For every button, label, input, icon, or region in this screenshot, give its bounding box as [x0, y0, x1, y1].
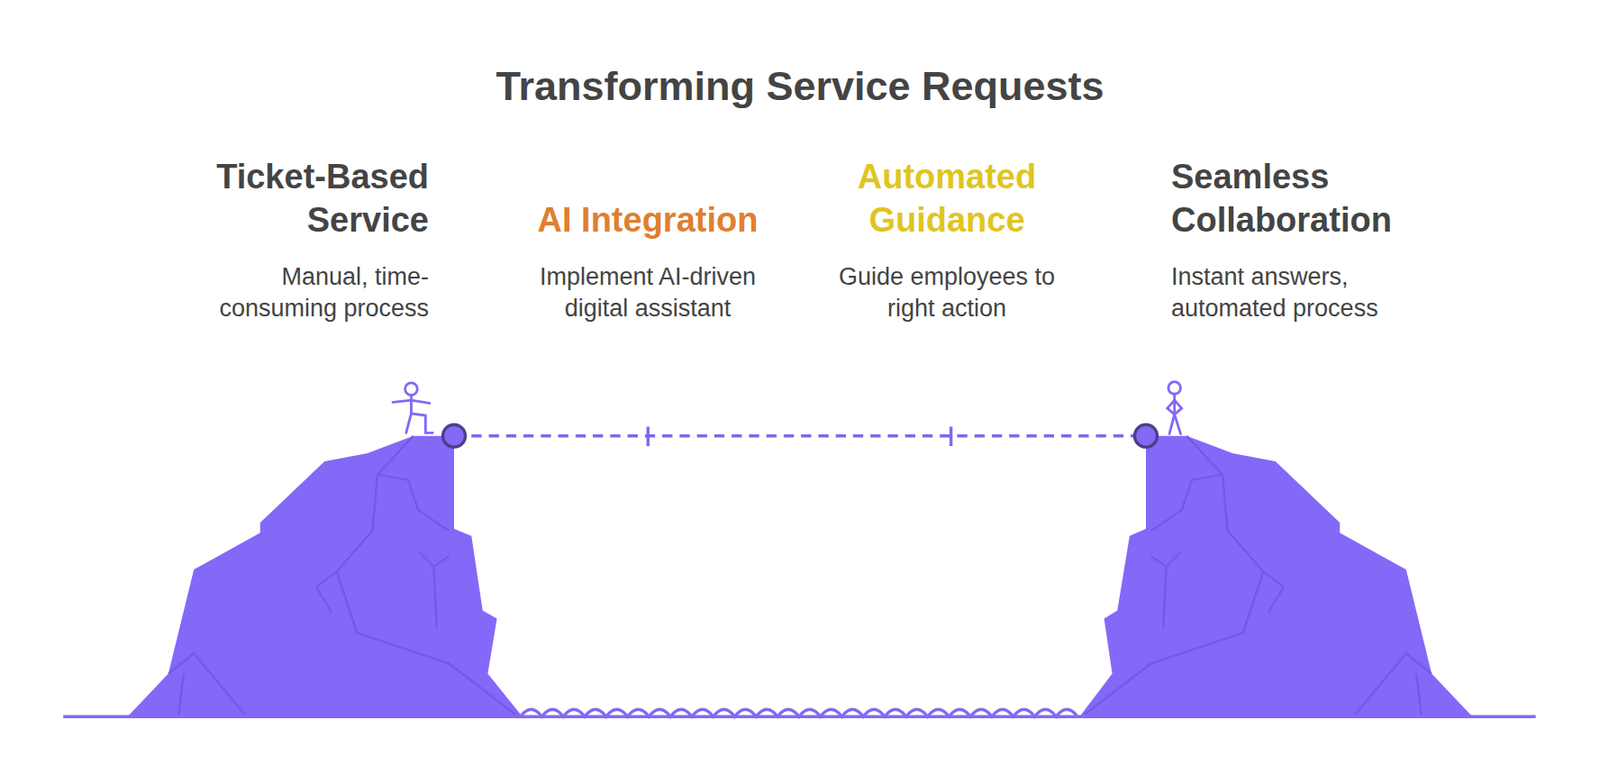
heading-wrap: Seamless Collaboration	[1171, 154, 1478, 242]
stage-heading: Seamless Collaboration	[1171, 154, 1478, 242]
water-waves	[520, 709, 1078, 717]
stage-column: Automated GuidanceGuide employees to rig…	[793, 154, 1100, 325]
stage-description: Guide employees to right action	[818, 261, 1076, 325]
left-cliff	[127, 436, 523, 717]
stage-column: Seamless CollaborationInstant answers, a…	[1171, 154, 1478, 325]
stick-figure	[1167, 381, 1182, 435]
cliff-cracks	[1084, 436, 1432, 715]
stick-figure	[392, 382, 433, 434]
heading-wrap: Automated Guidance	[793, 154, 1100, 242]
endpoint-marker	[443, 424, 466, 447]
stage-column: AI IntegrationImplement AI-driven digita…	[494, 154, 801, 325]
stage-column: Ticket-Based ServiceManual, time-consumi…	[122, 154, 429, 325]
heading-wrap: AI Integration	[494, 154, 801, 242]
heading-wrap: Ticket-Based Service	[122, 154, 429, 242]
cliff-cracks	[168, 436, 516, 715]
tick-mark	[646, 427, 650, 447]
stage-description: Manual, time-consuming process	[172, 261, 429, 325]
stage-heading: Ticket-Based Service	[122, 154, 429, 242]
stage-heading: Automated Guidance	[793, 154, 1100, 242]
stage-heading: AI Integration	[494, 198, 801, 242]
stage-description: Implement AI-driven digital assistant	[519, 261, 777, 325]
tick-mark	[949, 427, 953, 447]
endpoint-marker	[1135, 424, 1158, 447]
right-cliff	[1079, 436, 1473, 717]
diagram-title: Transforming Service Requests	[0, 61, 1600, 112]
dashed-path	[454, 434, 1146, 437]
stage-description: Instant answers, automated process	[1171, 261, 1428, 325]
